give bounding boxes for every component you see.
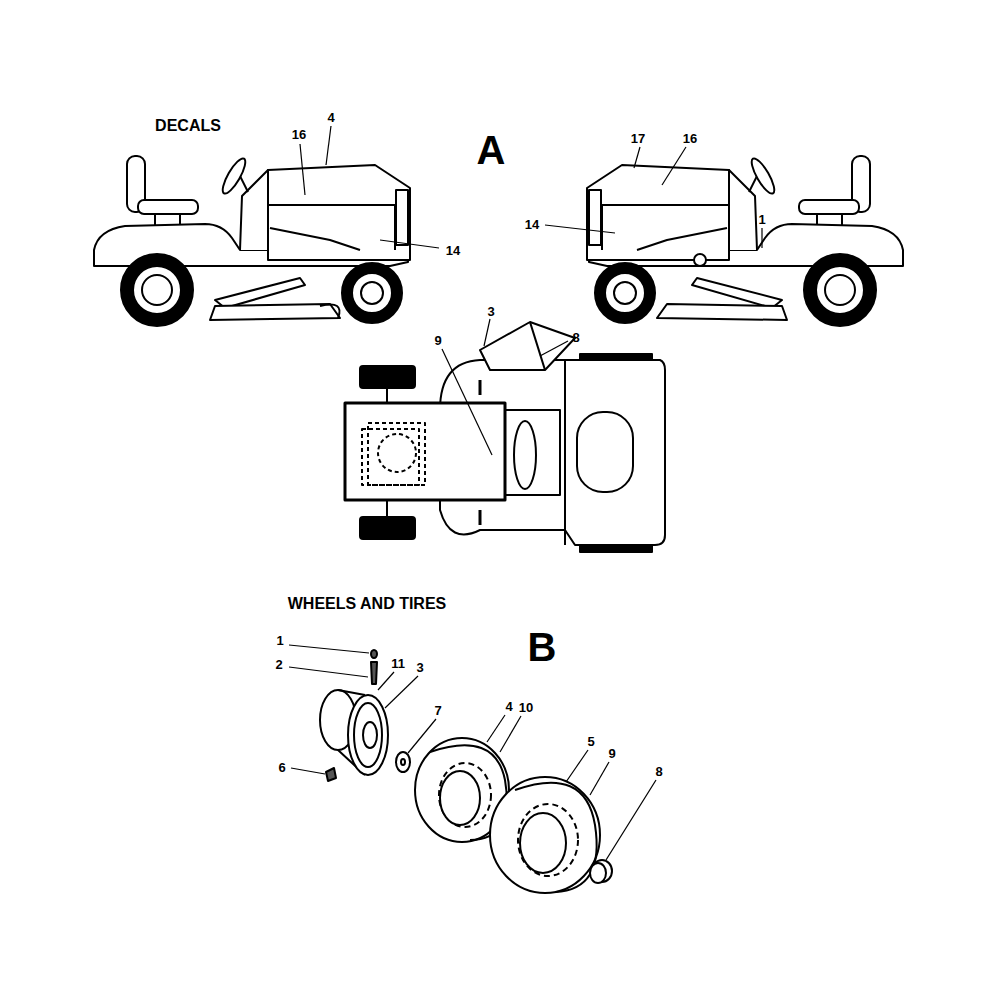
- callout-number: 6: [278, 761, 285, 774]
- callout-number: 9: [608, 747, 615, 760]
- callout-number: 1: [758, 213, 765, 226]
- callout-number: 14: [525, 218, 539, 231]
- callout-number: 14: [446, 244, 460, 257]
- wheel-assembly: [320, 650, 612, 893]
- callout-number: 16: [292, 128, 306, 141]
- callout-number: 10: [519, 701, 533, 714]
- callout-number: 16: [683, 132, 697, 145]
- callout-number: 8: [572, 331, 579, 344]
- callout-number: 11: [391, 657, 405, 670]
- callout-number: 3: [487, 305, 494, 318]
- leader-lines: [289, 126, 762, 860]
- callout-number: 3: [416, 661, 423, 674]
- callout-number: 1: [276, 634, 283, 647]
- callout-number: 17: [631, 132, 645, 145]
- tractor-top-view: [345, 322, 665, 552]
- tractor-side-view: [587, 156, 903, 320]
- callout-number: 8: [655, 765, 662, 778]
- callout-number: 4: [327, 111, 334, 124]
- callout-number: 9: [434, 334, 441, 347]
- section-letter: A: [477, 130, 506, 170]
- callout-number: 7: [434, 704, 441, 717]
- tractor-side-view: [94, 156, 410, 320]
- section-letter: B: [528, 627, 557, 667]
- callout-number: 4: [505, 700, 512, 713]
- callout-number: 2: [275, 658, 282, 671]
- section-heading: WHEELS AND TIRES: [288, 596, 447, 612]
- section-heading: DECALS: [155, 118, 221, 134]
- callout-number: 5: [587, 735, 594, 748]
